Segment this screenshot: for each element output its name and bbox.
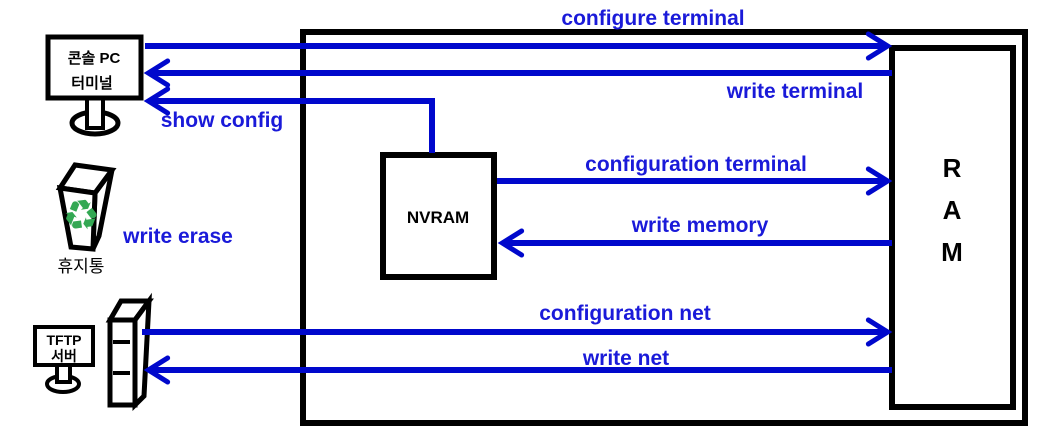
monitor-stand-icon bbox=[85, 96, 105, 130]
console-monitor-icon bbox=[45, 34, 144, 101]
label-show-config: show config bbox=[161, 109, 284, 132]
trash-bin-node: ♻ 휴지통 bbox=[55, 162, 117, 276]
recycle-icon: ♻ bbox=[59, 190, 103, 242]
console-label-line2: 터미널 bbox=[71, 75, 112, 92]
console-pc-node: 콘솔 PC 터미널 bbox=[45, 34, 144, 137]
ram-letter-m: M bbox=[941, 237, 963, 267]
ram-letter-r: R bbox=[943, 153, 962, 183]
arrow-show-config bbox=[152, 101, 435, 153]
console-label-line1: 콘솔 PC bbox=[68, 50, 121, 67]
label-write-erase: write erase bbox=[122, 225, 233, 248]
trash-label: 휴지통 bbox=[58, 257, 105, 276]
label-configuration-net: configuration net bbox=[539, 302, 711, 325]
label-configuration-terminal: configuration terminal bbox=[585, 153, 807, 176]
server-tower-front-icon bbox=[107, 317, 138, 408]
router-box bbox=[300, 29, 1028, 426]
tftp-monitor-icon bbox=[33, 325, 95, 367]
tftp-server-node: TFTP 서버 bbox=[33, 292, 154, 412]
label-write-terminal: write terminal bbox=[726, 80, 864, 103]
label-write-net: write net bbox=[582, 347, 669, 370]
label-write-memory: write memory bbox=[631, 214, 769, 237]
tftp-label-line1: TFTP bbox=[47, 332, 82, 348]
nvram-box bbox=[380, 152, 497, 280]
tftp-label-line2: 서버 bbox=[51, 348, 77, 364]
nvram-label: NVRAM bbox=[407, 208, 469, 227]
ram-box bbox=[889, 45, 1016, 410]
trash-front-icon bbox=[56, 185, 98, 252]
ram-letter-a: A bbox=[943, 195, 962, 225]
label-configure-terminal: configure terminal bbox=[561, 7, 744, 30]
